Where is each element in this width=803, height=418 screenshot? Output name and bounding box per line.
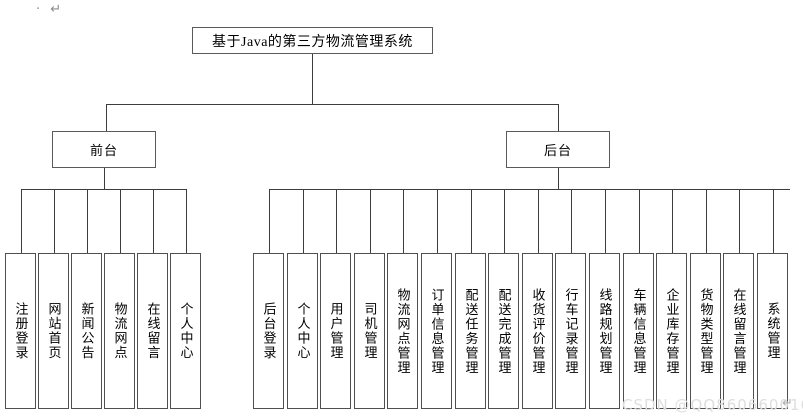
connector-drop-backend-7: [504, 189, 505, 253]
connector-drop-frontend: [106, 104, 107, 132]
connector-frontend-stem: [104, 168, 105, 189]
leaf-node-label: 网站首页: [46, 302, 62, 360]
leaf-node-label: 企业库存管理: [664, 287, 680, 375]
leaf-node-label: 物流网点: [112, 302, 128, 360]
leaf-node-backend-6: 配送任务管理: [455, 253, 486, 409]
leaf-node-backend-10: 线路规划管理: [589, 253, 620, 409]
connector-drop-backend-6: [471, 189, 472, 253]
leaf-node-label: 新闻公告: [79, 302, 95, 360]
leaf-node-backend-0: 后台登录: [253, 253, 284, 409]
connector-drop-frontend-5: [186, 189, 187, 253]
leaf-node-backend-8: 收货评价管理: [522, 253, 553, 409]
leaf-node-backend-2: 用户管理: [320, 253, 351, 409]
connector-drop-backend-4: [403, 189, 404, 253]
connector-drop-frontend-1: [54, 189, 55, 253]
connector-drop-backend-1: [303, 189, 304, 253]
leaf-node-frontend-5: 个人中心: [170, 253, 201, 409]
leaf-node-label: 物流网点管理: [395, 287, 411, 375]
leaf-node-backend-1: 个人中心: [287, 253, 318, 409]
leaf-node-label: 配送完成管理: [496, 287, 512, 375]
connector-drop-backend-15: [773, 189, 774, 253]
leaf-node-backend-14: 在线留言管理: [723, 253, 754, 409]
connector-drop-backend-2: [336, 189, 337, 253]
leaf-node-frontend-2: 新闻公告: [71, 253, 102, 409]
leaf-node-frontend-3: 物流网点: [104, 253, 135, 409]
watermark-return-icon: ↵: [782, 396, 793, 411]
leaf-node-label: 线路规划管理: [597, 287, 613, 375]
leaf-node-backend-4: 物流网点管理: [387, 253, 418, 409]
connector-root-stem: [312, 54, 313, 104]
leaf-node-label: 配送任务管理: [463, 287, 479, 375]
leaf-node-label: 车辆信息管理: [631, 287, 647, 375]
connector-drop-backend-9: [571, 189, 572, 253]
connector-drop-backend-14: [739, 189, 740, 253]
root-node: 基于Java的第三方物流管理系统: [192, 27, 433, 54]
connector-drop-backend-13: [706, 189, 707, 253]
paragraph-mark: · ↵: [36, 2, 65, 17]
branch-node-frontend: 前台: [52, 131, 156, 168]
leaf-node-label: 订单信息管理: [429, 287, 445, 375]
leaf-node-frontend-0: 注册登录: [5, 253, 36, 409]
leaf-node-frontend-4: 在线留言: [137, 253, 168, 409]
connector-drop-backend: [558, 104, 559, 132]
connector-drop-frontend-4: [153, 189, 154, 253]
connector-drop-frontend-2: [87, 189, 88, 253]
connector-drop-backend-12: [672, 189, 673, 253]
leaf-node-backend-15: 系统管理: [757, 253, 788, 409]
connector-drop-frontend-3: [120, 189, 121, 253]
leaf-node-label: 行车记录管理: [563, 287, 579, 375]
leaf-node-backend-9: 行车记录管理: [555, 253, 586, 409]
connector-drop-frontend-0: [21, 189, 22, 253]
leaf-node-label: 在线留言: [145, 302, 161, 360]
connector-drop-backend-0: [269, 189, 270, 253]
branch-node-backend: 后台: [506, 131, 610, 168]
leaf-node-label: 用户管理: [328, 302, 344, 360]
connector-backend-stem: [558, 168, 559, 189]
leaf-node-backend-3: 司机管理: [354, 253, 385, 409]
leaf-node-label: 系统管理: [765, 302, 781, 360]
connector-drop-backend-10: [605, 189, 606, 253]
leaf-node-backend-13: 货物类型管理: [690, 253, 721, 409]
leaf-node-backend-11: 车辆信息管理: [623, 253, 654, 409]
connector-drop-backend-8: [538, 189, 539, 253]
leaf-node-backend-5: 订单信息管理: [421, 253, 452, 409]
connector-drop-backend-11: [639, 189, 640, 253]
branch-node-frontend-label: 前台: [89, 143, 118, 158]
leaf-node-label: 后台登录: [261, 302, 277, 360]
leaf-node-backend-7: 配送完成管理: [488, 253, 519, 409]
connector-frontend-bar: [21, 189, 186, 190]
leaf-node-label: 在线留言管理: [731, 287, 747, 375]
leaf-node-backend-12: 企业库存管理: [656, 253, 687, 409]
leaf-node-label: 货物类型管理: [698, 287, 714, 375]
branch-node-backend-label: 后台: [543, 143, 572, 158]
connector-drop-backend-3: [370, 189, 371, 253]
leaf-node-label: 司机管理: [362, 302, 378, 360]
leaf-node-frontend-1: 网站首页: [38, 253, 69, 409]
connector-backend-bar: [269, 189, 790, 190]
leaf-node-label: 注册登录: [13, 302, 29, 360]
root-node-label: 基于Java的第三方物流管理系统: [212, 34, 413, 50]
leaf-node-label: 个人中心: [295, 302, 311, 360]
leaf-node-label: 收货评价管理: [530, 287, 546, 375]
leaf-node-label: 个人中心: [178, 302, 194, 360]
connector-drop-backend-5: [437, 189, 438, 253]
connector-root-bar: [106, 104, 559, 105]
